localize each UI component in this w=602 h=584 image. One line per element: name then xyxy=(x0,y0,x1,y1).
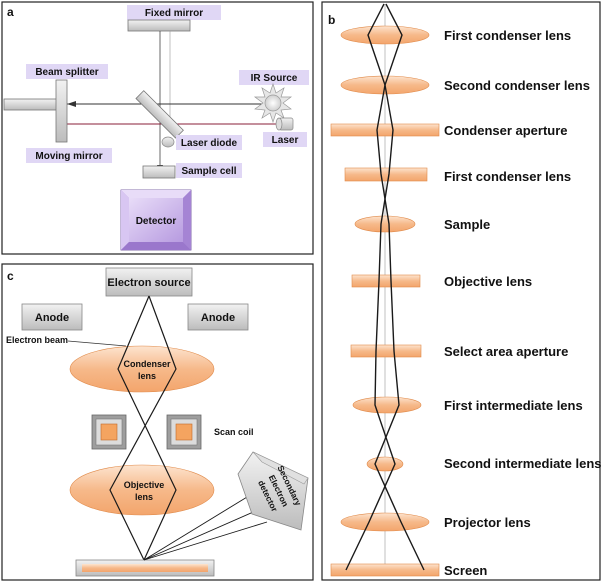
projector-lens xyxy=(340,512,430,532)
label-first-condenser-lens-2: First condenser lens xyxy=(444,169,571,184)
panel-b-frame xyxy=(321,1,601,581)
moving-mirror-bar xyxy=(3,98,59,111)
ir-source-label-bg xyxy=(239,70,309,85)
secondary-electron-lines xyxy=(143,493,268,561)
laser-label-bg xyxy=(263,132,307,147)
label-objective-lens: Objective lens xyxy=(444,274,532,289)
ir-source-label: IR Source xyxy=(251,73,298,84)
second-intermediate-lens xyxy=(366,456,404,472)
beam-splitter-label: Beam splitter xyxy=(35,67,98,78)
beam-arrow-left xyxy=(67,101,76,107)
panel-c: c Electron source Anode Anode Electron b… xyxy=(1,263,314,581)
laser-diode-label: Laser diode xyxy=(181,138,238,149)
laser-icon xyxy=(275,117,294,131)
label-first-condenser-lens-1: First condenser lens xyxy=(444,28,571,43)
scan-coil-label: Scan coil xyxy=(214,427,254,437)
anode-right xyxy=(187,303,249,331)
objective-lens xyxy=(69,464,215,516)
anode-left xyxy=(21,303,83,331)
panel-b-letter: b xyxy=(328,13,335,27)
objective-lens xyxy=(351,274,421,288)
panel-a-letter: a xyxy=(7,5,14,19)
first-condenser-lens-2 xyxy=(344,167,428,182)
objective-lens-label-1: Objective xyxy=(124,480,165,490)
detector-box xyxy=(120,189,192,251)
fixed-mirror-label: Fixed mirror xyxy=(145,8,203,19)
laser-label: Laser xyxy=(272,135,299,146)
condenser-lens-label-2: lens xyxy=(138,371,156,381)
condenser-aperture xyxy=(330,123,440,137)
select-area-aperture xyxy=(350,344,422,358)
panel-c-letter: c xyxy=(7,269,14,283)
detector-label: Detector xyxy=(136,216,177,227)
anode-left-label: Anode xyxy=(35,312,69,324)
first-intermediate-lens xyxy=(352,396,422,414)
beam-splitter xyxy=(135,90,184,139)
condenser-lens xyxy=(69,345,215,393)
panel-b: b First condenser lens Second condenser … xyxy=(321,1,602,581)
label-second-intermediate-lens: Second intermediate lens xyxy=(444,456,602,471)
label-select-area-aperture: Select area aperture xyxy=(444,344,568,359)
label-second-condenser-lens: Second condenser lens xyxy=(444,78,590,93)
laser-diode-label-bg xyxy=(176,135,242,150)
sample xyxy=(354,215,416,233)
electron-source xyxy=(105,267,193,297)
sample-cell-label-bg xyxy=(176,163,242,178)
laser-diode xyxy=(161,136,175,148)
moving-mirror-plate xyxy=(55,79,68,143)
fixed-mirror xyxy=(127,19,191,32)
moving-mirror-label-bg xyxy=(26,148,112,163)
beam-splitter-label-bg xyxy=(26,64,108,79)
secondary-electron-detector xyxy=(237,451,309,531)
electron-beam-label: Electron beam xyxy=(6,335,68,345)
screen xyxy=(330,563,440,577)
label-screen: Screen xyxy=(444,563,487,578)
condenser-lens-label-1: Condenser xyxy=(123,359,171,369)
label-condenser-aperture: Condenser aperture xyxy=(444,123,568,138)
label-sample: Sample xyxy=(444,217,490,232)
ir-source-icon xyxy=(253,82,293,124)
objective-lens-label-2: lens xyxy=(135,492,153,502)
scan-coil-left xyxy=(91,414,127,450)
panel-a: a Fixed mirror Beam splitter Moving mirr… xyxy=(1,1,314,255)
electron-beam xyxy=(109,295,177,561)
electron-source-label: Electron source xyxy=(107,277,190,289)
label-projector-lens: Projector lens xyxy=(444,515,531,530)
scan-coil-right xyxy=(166,414,202,450)
first-condenser-lens-1 xyxy=(340,25,430,45)
sample-cell-label: Sample cell xyxy=(181,166,236,177)
fixed-mirror-label-bg xyxy=(127,5,221,20)
electron-ray-paths xyxy=(345,3,425,571)
sample-cell xyxy=(142,165,176,179)
moving-mirror-label: Moving mirror xyxy=(35,151,102,162)
electron-beam-pointer xyxy=(67,340,127,347)
sample-on-stage xyxy=(82,564,208,572)
label-first-intermediate-lens: First intermediate lens xyxy=(444,398,583,413)
anode-right-label: Anode xyxy=(201,312,235,324)
